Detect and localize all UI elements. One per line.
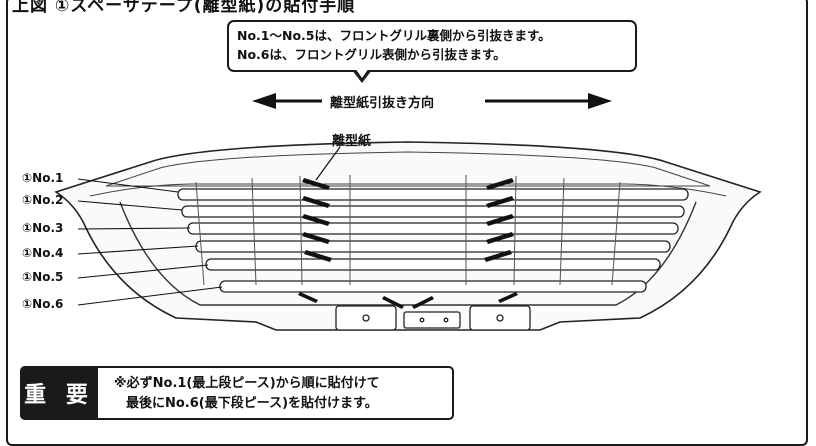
grille-bar-2 [181, 205, 685, 218]
callout-line-2: No.6は、フロントグリル表側から引抜きます。 [237, 47, 506, 62]
piece-label-6: ①No.6 [22, 297, 64, 311]
release-paper-leader [315, 146, 341, 181]
instruction-callout: No.1～No.5は、フロントグリル裏側から引抜きます。 No.6は、フロントグ… [227, 20, 637, 72]
piece-label-1: ①No.1 [22, 171, 64, 185]
piece-label-2: ①No.2 [22, 193, 64, 207]
important-note-box: 重 要 ※必ずNo.1(最上段ピース)から順に貼付けて 最後にNo.6(最下段ピ… [20, 366, 454, 420]
grille-bar-5 [205, 258, 661, 271]
piece-leaders [77, 178, 223, 306]
grille-ribs [195, 175, 621, 286]
direction-label: 離型紙引抜き方向 [330, 96, 435, 111]
figure-heading: 上図 ①スペーサテープ(離型紙)の貼付手順 [12, 0, 356, 16]
grille-outer-frame [54, 141, 762, 331]
direction-arrow-right [485, 93, 612, 109]
callout-tail-inner [355, 68, 369, 78]
piece-label-5: ①No.5 [22, 270, 64, 284]
important-badge: 重 要 [20, 366, 98, 420]
grille-bar-1 [177, 188, 689, 201]
important-line-2: 最後にNo.6(最下段ピース)を貼付けます。 [126, 396, 378, 411]
important-text: ※必ずNo.1(最上段ピース)から順に貼付けて 最後にNo.6(最下段ピース)を… [114, 374, 380, 414]
important-line-1: ※必ずNo.1(最上段ピース)から順に貼付けて [114, 376, 380, 391]
spacer-tapes [298, 178, 518, 309]
release-paper-label: 離型紙 [332, 134, 372, 149]
mount-plate [335, 305, 531, 331]
grille-bar-4 [195, 240, 671, 253]
grille-bar-3 [187, 222, 679, 235]
callout-line-1: No.1～No.5は、フロントグリル裏側から引抜きます。 [237, 28, 551, 43]
direction-arrow-left [252, 93, 322, 109]
piece-label-4: ①No.4 [22, 246, 64, 260]
piece-label-3: ①No.3 [22, 221, 64, 235]
grille-bar-6 [219, 280, 647, 293]
